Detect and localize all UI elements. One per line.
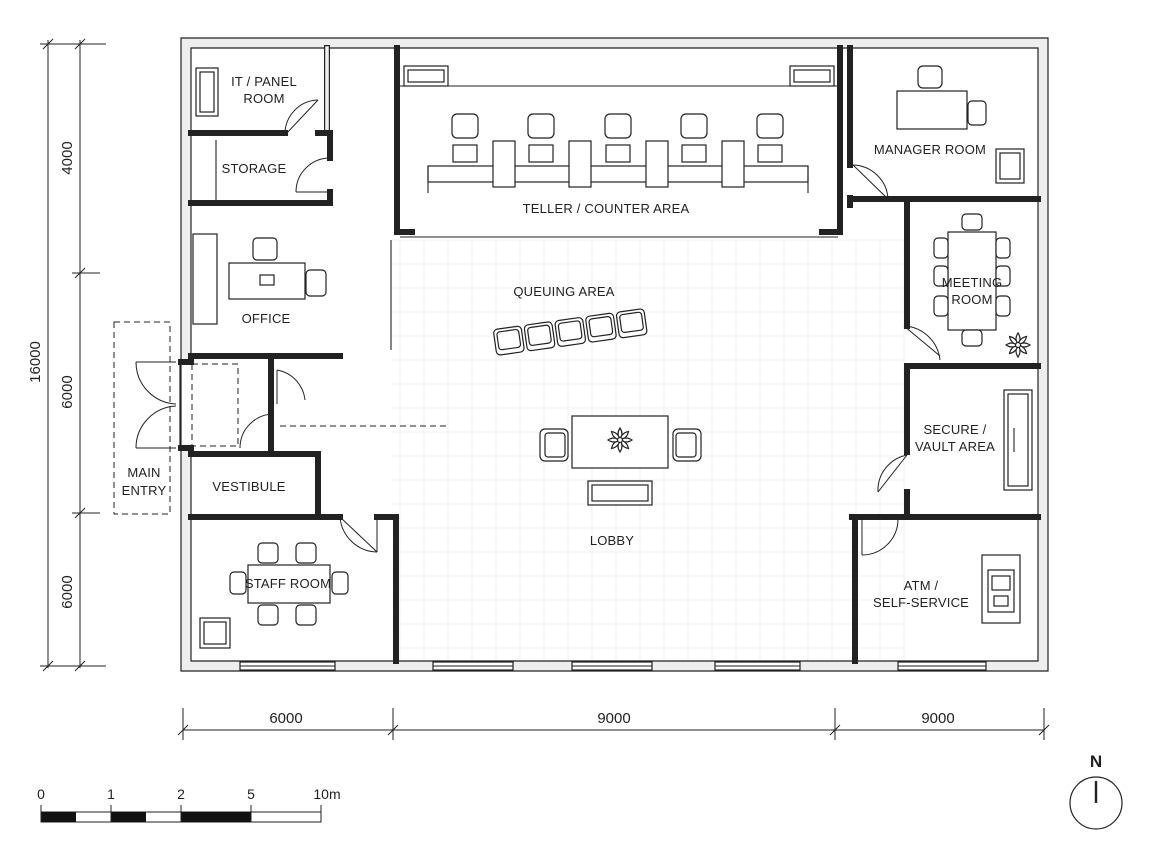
dim-horizontal-3: 9000 (921, 710, 954, 727)
teller-divider (721, 140, 745, 188)
dim-horizontal-2: 9000 (597, 710, 630, 727)
label-storage: STORAGE (222, 161, 287, 176)
room-labels: IT / PANEL ROOM STORAGE TELLER / COUNTER… (122, 74, 1003, 610)
staff-chair (229, 571, 247, 595)
label-vestibule: VESTIBULE (212, 479, 285, 494)
meeting-chair (995, 237, 1011, 259)
teller-chair (604, 113, 632, 139)
teller-chair (451, 113, 479, 139)
scale-label-1: 1 (107, 786, 115, 802)
teller-chair (680, 113, 708, 139)
label-atm: ATM / (904, 578, 939, 593)
teller-divider (492, 140, 516, 188)
dim-vertical-total: 16000 (27, 341, 44, 383)
meeting-chair (961, 213, 983, 231)
teller-chair (527, 113, 555, 139)
label-manager-room: MANAGER ROOM (874, 142, 986, 157)
scale-label-5: 5 (247, 786, 255, 802)
label-staff-room: STAFF ROOM (245, 576, 331, 591)
label-it-panel-room-2: ROOM (243, 91, 284, 106)
teller-station (681, 144, 707, 163)
teller-divider (645, 140, 669, 188)
label-meeting-room: MEETING (942, 275, 1003, 290)
teller-station (528, 144, 554, 163)
staff-chair (295, 542, 317, 564)
scale-label-10m: 10m (313, 786, 340, 802)
staff-chair (257, 542, 279, 564)
label-queuing-area: QUEUING AREA (513, 284, 614, 299)
scale-bar: 0 1 2 5 10m (37, 786, 341, 823)
teller-station (605, 144, 631, 163)
staff-chair (257, 604, 279, 626)
dimension-lines: 16000 4000 6000 6000 6000 9000 9000 (27, 38, 1050, 740)
meeting-chair (933, 265, 949, 287)
label-secure-vault-2: VAULT AREA (915, 439, 995, 454)
dim-horizontal-1: 6000 (269, 710, 302, 727)
furniture (192, 65, 1033, 649)
label-meeting-room-2: ROOM (951, 292, 992, 307)
label-teller-counter-area: TELLER / COUNTER AREA (523, 201, 690, 216)
label-office: OFFICE (242, 311, 291, 326)
staff-chair (295, 604, 317, 626)
label-lobby: LOBBY (590, 533, 634, 548)
teller-station (452, 144, 478, 163)
scale-label-0: 0 (37, 786, 45, 802)
label-main-entry-2: ENTRY (122, 483, 167, 498)
meeting-chair (961, 329, 983, 347)
label-main-entry: MAIN (127, 465, 160, 480)
north-arrow: N (1069, 752, 1123, 830)
meeting-chair (995, 295, 1011, 317)
meeting-chair (933, 295, 949, 317)
teller-chair (756, 113, 784, 139)
north-label: N (1090, 752, 1102, 771)
doors (113, 99, 941, 556)
meeting-chair (995, 265, 1011, 287)
label-secure-vault: SECURE / (923, 422, 986, 437)
windows-south (239, 661, 987, 671)
label-atm-2: SELF-SERVICE (873, 595, 969, 610)
teller-divider (568, 140, 592, 188)
meeting-chair (933, 237, 949, 259)
teller-station (757, 144, 783, 163)
dim-vertical-3: 6000 (59, 575, 76, 608)
scale-label-2: 2 (177, 786, 185, 802)
staff-chair (331, 571, 349, 595)
dim-vertical-1: 4000 (59, 141, 76, 174)
dim-vertical-2: 6000 (59, 375, 76, 408)
label-it-panel-room: IT / PANEL (231, 74, 297, 89)
interior-walls (188, 45, 1041, 664)
